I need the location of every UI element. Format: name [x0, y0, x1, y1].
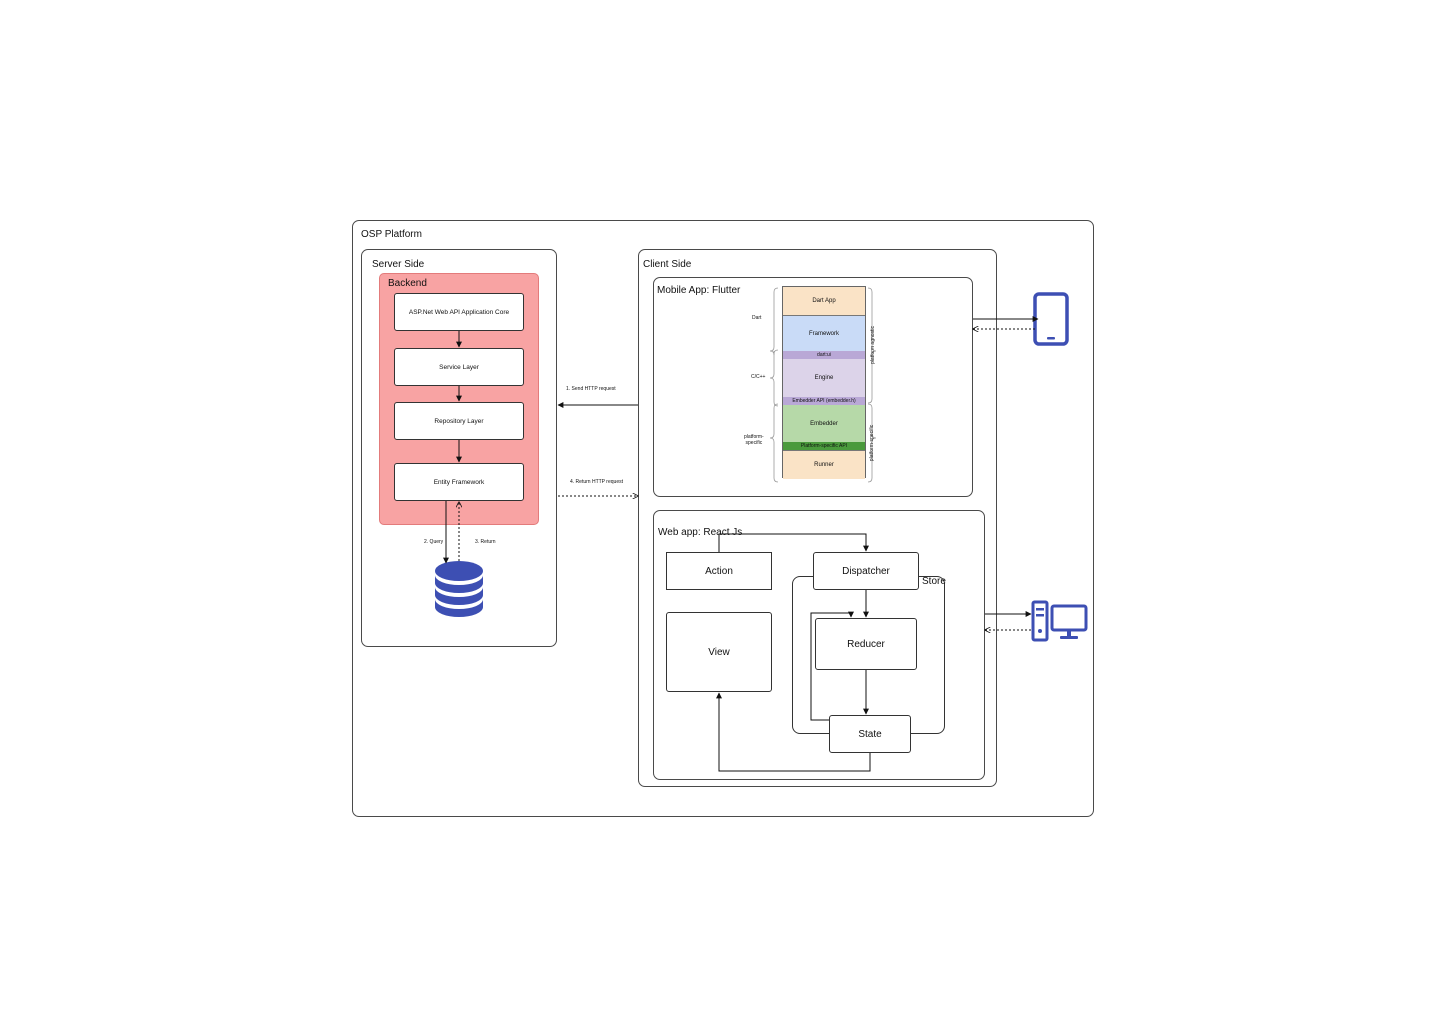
- reducer-node[interactable]: Reducer: [815, 618, 917, 670]
- embedder-layer: Embedder: [783, 405, 865, 442]
- cpp-side-label: C/C++: [751, 374, 766, 380]
- app-core-layer[interactable]: ASP.Net Web API Application Core: [394, 293, 524, 331]
- desktop-computer-icon: [1031, 600, 1088, 642]
- platform-api-layer: Platform-specific API: [783, 442, 865, 450]
- web-app-title: Web app: React Js: [658, 527, 743, 538]
- service-layer[interactable]: Service Layer: [394, 348, 524, 386]
- server-side-title: Server Side: [372, 259, 425, 270]
- mobile-app-frame: [653, 277, 973, 497]
- embedder-api-layer: Embedder API (embedder.h): [783, 397, 865, 405]
- query-label: 2. Query: [424, 539, 444, 545]
- dart-ui-layer: dart:ui: [783, 351, 865, 359]
- dart-app-layer: Dart App: [783, 287, 865, 315]
- store-label: Store: [922, 576, 946, 587]
- state-node[interactable]: State: [829, 715, 911, 753]
- dispatcher-node[interactable]: Dispatcher: [813, 552, 919, 590]
- flutter-stack-brackets: [769, 287, 877, 483]
- platform-specific-side-label: platform- specific: [744, 434, 764, 446]
- client-side-title: Client Side: [643, 259, 692, 270]
- engine-layer: Engine: [783, 359, 865, 397]
- entity-framework-layer[interactable]: Entity Framework: [394, 463, 524, 501]
- database-icon: [435, 561, 483, 617]
- runner-layer: Runner: [783, 450, 865, 479]
- view-node[interactable]: View: [666, 612, 772, 692]
- repository-layer[interactable]: Repository Layer: [394, 402, 524, 440]
- send-request-label: 1. Send HTTP request: [566, 386, 616, 392]
- return-label: 3. Return: [475, 539, 496, 545]
- action-node[interactable]: Action: [666, 552, 772, 590]
- osp-platform-title: OSP Platform: [361, 229, 422, 240]
- web-app-frame: [653, 510, 985, 780]
- mobile-app-title: Mobile App: Flutter: [657, 285, 741, 296]
- dart-side-label: Dart: [752, 315, 762, 321]
- backend-title: Backend: [388, 278, 427, 289]
- client-side-frame: [638, 249, 997, 787]
- osp-platform-frame: [352, 220, 1094, 817]
- return-request-label: 4. Return HTTP request: [570, 479, 623, 485]
- flutter-architecture-stack: Dart App Framework dart:ui Engine Embedd…: [782, 286, 866, 479]
- framework-layer: Framework: [783, 315, 865, 351]
- server-side-frame: [361, 249, 557, 647]
